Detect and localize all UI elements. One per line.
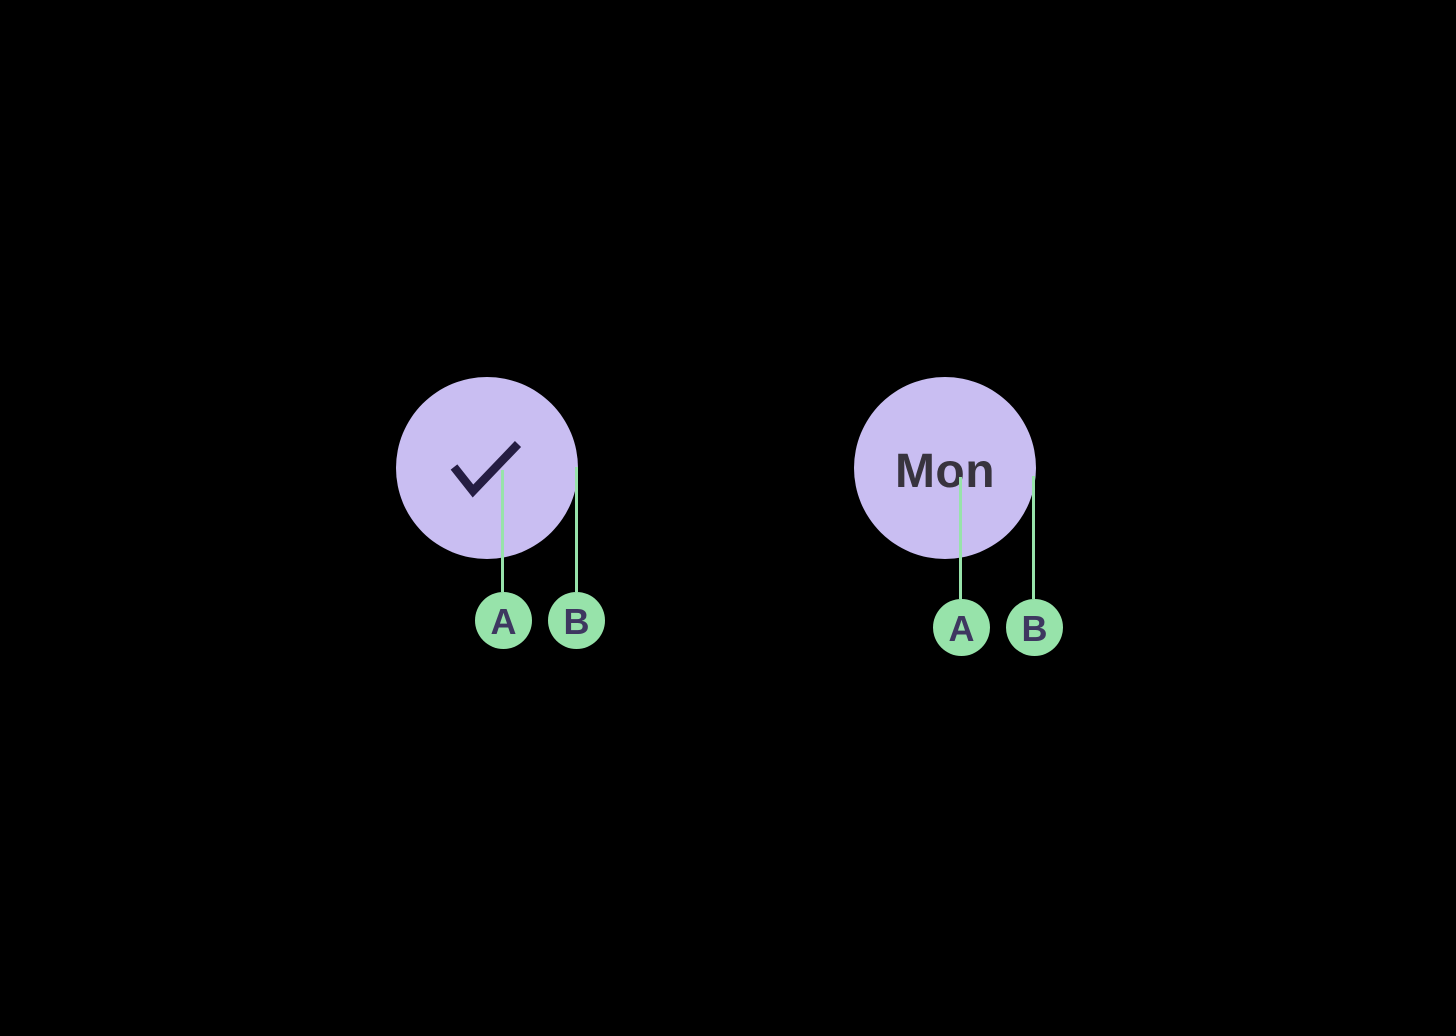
day-circle (396, 377, 578, 559)
leader-line-b (575, 467, 578, 592)
checkmark-icon (450, 441, 522, 498)
day-circle: Mon (854, 377, 1036, 559)
day-label: Mon (894, 444, 996, 498)
leader-line-a (501, 470, 504, 592)
marker-badge-a: A (933, 599, 990, 656)
marker-badge-b: B (548, 592, 605, 649)
marker-badge-b: B (1006, 599, 1063, 656)
marker-badge-a: A (475, 592, 532, 649)
leader-line-b (1032, 476, 1035, 599)
marker-letter: B (563, 600, 590, 642)
marker-letter: A (490, 600, 517, 642)
leader-line-a (959, 477, 962, 599)
marker-letter: A (948, 607, 975, 649)
marker-letter: B (1021, 607, 1048, 649)
